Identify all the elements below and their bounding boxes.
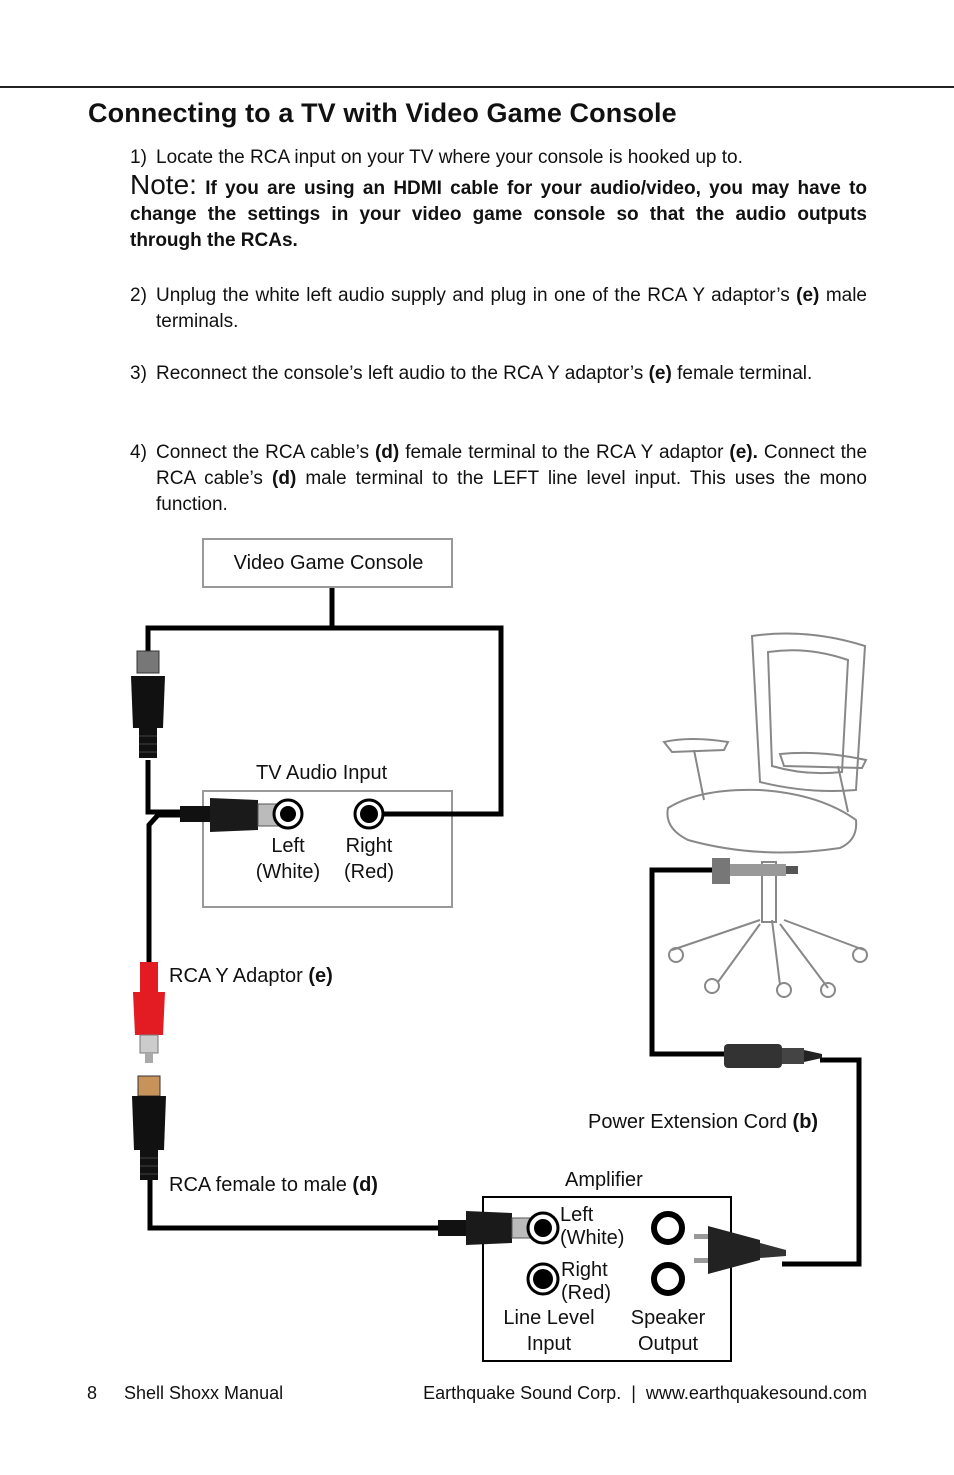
- amp-right-label: Right (Red): [561, 1259, 611, 1305]
- power-cord-lower: [782, 1057, 862, 1267]
- top-rule: [0, 86, 954, 88]
- line-level-label-line: Line Level: [503, 1307, 595, 1329]
- tv-right-jack-core: [360, 805, 378, 823]
- tv-right-label: Right (Red): [329, 833, 409, 885]
- console-label: Video Game Console: [233, 552, 424, 574]
- step-text-part: Connect the RCA cable’s: [156, 442, 369, 463]
- step-1: 1) Locate the RCA input on your TV where…: [130, 145, 867, 171]
- speaker-jack-1: [651, 1211, 685, 1245]
- footer-company: Earthquake Sound Corp. | www.earthquakes…: [423, 1383, 867, 1403]
- step-text: Locate the RCA input on your TV where yo…: [156, 147, 743, 168]
- adaptor-cable: [146, 812, 180, 965]
- line-level-label: Line Level Input: [494, 1305, 604, 1357]
- amp-right-label-line: Right: [561, 1259, 608, 1281]
- step-number: 3): [130, 363, 147, 384]
- rca-cable-text: RCA female to male: [169, 1174, 347, 1196]
- rca-plug-amp-icon: [438, 1211, 533, 1245]
- power-cord-upper: [649, 867, 740, 1057]
- step-text: Connect the RCA cable’s (d) female termi…: [156, 440, 867, 518]
- y-adaptor-code: (e): [308, 965, 333, 987]
- console-outputs-cable: [145, 625, 504, 817]
- speaker-output-label-line: Speaker: [630, 1307, 706, 1329]
- step-3: 3) Reconnect the console’s left audio to…: [130, 361, 867, 387]
- speaker-output-label-line: Output: [637, 1333, 699, 1355]
- note-label: Note:: [130, 169, 197, 200]
- power-cord-code: (b): [792, 1111, 819, 1133]
- note: Note: If you are using an HDMI cable for…: [130, 169, 868, 254]
- page-number: 8: [87, 1383, 98, 1403]
- rca-plug-female-icon: [132, 1075, 166, 1180]
- step-text-part: female terminal to the RCA Y adaptor: [405, 442, 724, 463]
- manual-title: Shell Shoxx Manual: [124, 1383, 284, 1403]
- step-text-part: Unplug the white left audio supply and p…: [156, 285, 790, 306]
- console-box: [202, 538, 453, 588]
- amp-left-label: Left (White): [560, 1204, 624, 1250]
- tv-left-label-line: Left: [271, 835, 305, 857]
- step-text: Reconnect the console’s left audio to th…: [156, 361, 867, 387]
- line-level-label-line: Input: [526, 1333, 572, 1355]
- step-text-part: Reconnect the console’s left audio to th…: [156, 363, 644, 384]
- step-4: 4) Connect the RCA cable’s (d) female te…: [130, 440, 867, 518]
- step-number: 1): [130, 147, 147, 168]
- chair-clamp-icon: [712, 858, 798, 884]
- power-cord-connector-icon: [724, 1044, 822, 1068]
- speaker-output-label: Speaker Output: [618, 1305, 718, 1357]
- note-text: If you are using an HDMI cable for your …: [130, 178, 868, 251]
- power-cord-text: Power Extension Cord: [588, 1111, 787, 1133]
- amp-right-jack-core: [533, 1269, 553, 1289]
- tv-left-label-line: (White): [255, 861, 321, 883]
- part-code: (e): [648, 363, 672, 384]
- rca-cable-label: RCA female to male (d): [169, 1172, 378, 1198]
- rca-cable-code: (d): [352, 1174, 378, 1196]
- amplifier-title: Amplifier: [565, 1169, 643, 1191]
- part-code: (e): [796, 285, 820, 306]
- office-chair-icon: [662, 632, 868, 998]
- rca-plug-tv-left-icon: [180, 798, 281, 832]
- step-number: 2): [130, 285, 147, 306]
- amp-left-label-line: Left: [560, 1204, 594, 1226]
- page-title: Connecting to a TV with Video Game Conso…: [88, 98, 677, 128]
- cables: [145, 588, 862, 1267]
- y-adaptor-label: RCA Y Adaptor (e): [169, 963, 333, 989]
- tv-left-jack-core: [280, 806, 296, 822]
- part-code: (e).: [729, 442, 758, 463]
- speaker-jack-2: [651, 1262, 685, 1296]
- part-code: (d): [272, 468, 297, 489]
- part-code: (d): [374, 442, 400, 463]
- amp-left-label-line: (White): [560, 1227, 625, 1249]
- tv-right-label-line: (Red): [343, 861, 394, 883]
- step-text-part: Connect the RCA cable’s: [156, 442, 868, 489]
- step-number: 4): [130, 442, 147, 463]
- tv-input-title: TV Audio Input: [256, 762, 388, 784]
- step-text-part: male terminal to the LEFT line level inp…: [156, 468, 868, 515]
- tv-left-label: Left (White): [248, 833, 328, 885]
- left-audio-cable: [145, 760, 180, 815]
- rca-plug-console-icon: [131, 650, 165, 758]
- y-adaptor-text: RCA Y Adaptor: [169, 965, 303, 987]
- rca-cable: [147, 1180, 438, 1231]
- step-text: Unplug the white left audio supply and p…: [156, 283, 867, 335]
- amp-left-jack-core: [534, 1219, 552, 1237]
- amp-right-label-line: (Red): [561, 1282, 612, 1304]
- step-text-part: male terminals.: [156, 285, 867, 332]
- step-2: 2) Unplug the white left audio supply an…: [130, 283, 867, 335]
- power-plug-icon: [694, 1226, 786, 1274]
- tv-right-label-line: Right: [345, 835, 393, 857]
- y-adaptor-plug-icon: [133, 962, 165, 1063]
- step-text-part: female terminal.: [677, 363, 813, 384]
- power-cord-label: Power Extension Cord (b): [588, 1109, 818, 1135]
